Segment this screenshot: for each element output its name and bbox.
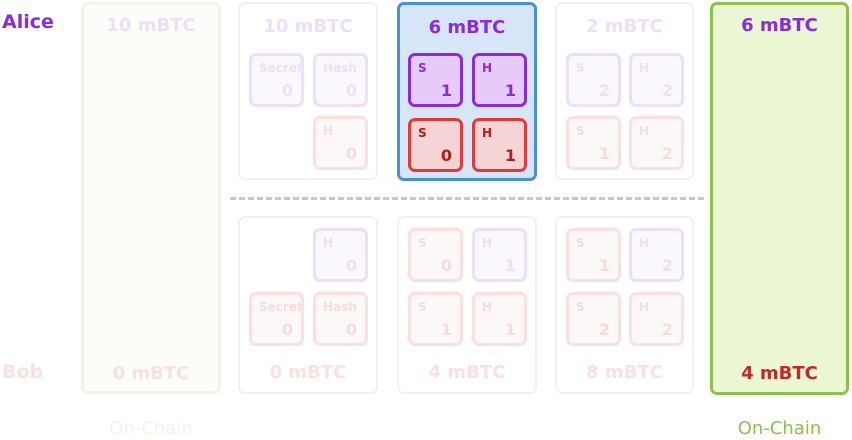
alice-label: Alice (2, 11, 54, 33)
key-label: S (576, 300, 585, 314)
key-value: 0 (440, 146, 452, 165)
bob-amount: 8 mBTC (586, 362, 663, 383)
key-value: 2 (661, 81, 673, 100)
key-value: 2 (598, 81, 610, 100)
key-value: 1 (504, 81, 516, 100)
key-label: H (482, 126, 493, 140)
key-label: S (418, 126, 427, 140)
key-label: S (576, 61, 585, 75)
key-label: S (576, 236, 585, 250)
hash-key-box: H 0 (313, 116, 368, 170)
secret-key-box: S 1 (566, 228, 621, 282)
key-value: 2 (661, 320, 673, 339)
bob-amount: 0 mBTC (269, 362, 347, 383)
key-label: S (418, 61, 427, 75)
key-value: 1 (598, 256, 610, 275)
key-value: 2 (598, 320, 610, 339)
hash-key-box: Hash 0 (313, 53, 368, 107)
key-value: 2 (661, 144, 673, 163)
alice-amount: 6 mBTC (428, 17, 506, 38)
alice-amount: 10 mBTC (106, 15, 196, 36)
secret-key-box: S 1 (408, 53, 463, 107)
hash-key-box: H 1 (472, 53, 527, 107)
commitment-alice-1: 10 mBTC Secret 0 Hash 0 H 0 (238, 2, 378, 180)
hash-key-box: Hash 0 (313, 292, 368, 346)
hash-key-box: H 1 (472, 118, 527, 172)
alice-amount: 10 mBTC (263, 16, 353, 37)
key-label: H (482, 61, 493, 75)
key-value: 1 (504, 146, 516, 165)
key-label: Secret (259, 300, 303, 314)
key-label: H (639, 300, 650, 314)
onchain-column-final: 6 mBTC 4 mBTC (710, 2, 849, 395)
hash-key-box: H 2 (629, 53, 684, 107)
onchain-column-initial: 10 mBTC 0 mBTC (81, 2, 221, 394)
divider-line (230, 197, 704, 200)
bob-label: Bob (2, 361, 44, 383)
bob-amount: 4 mBTC (428, 362, 506, 383)
key-value: 1 (504, 256, 516, 275)
key-label: S (576, 124, 585, 138)
secret-key-box: S 2 (566, 292, 621, 346)
key-label: S (418, 236, 427, 250)
key-label: S (418, 300, 427, 314)
secret-key-box: S 2 (566, 53, 621, 107)
key-value: 0 (345, 320, 357, 339)
commitment-bob-3: S 1 H 2 S 2 H 2 8 mBTC (555, 216, 694, 394)
secret-key-box: S 1 (566, 116, 621, 170)
alice-amount: 2 mBTC (586, 16, 663, 37)
secret-key-box: S 0 (408, 118, 463, 172)
hash-key-box: H 2 (629, 292, 684, 346)
key-value: 0 (281, 320, 293, 339)
onchain-footer-left: On-Chain (109, 418, 193, 439)
secret-key-box: S 0 (408, 228, 463, 282)
bob-amount: 0 mBTC (112, 363, 190, 384)
hash-key-box: H 1 (472, 228, 527, 282)
key-value: 1 (440, 81, 452, 100)
alice-amount: 6 mBTC (741, 15, 818, 36)
key-value: 0 (345, 144, 357, 163)
key-label: H (639, 236, 650, 250)
hash-key-box: H 2 (629, 116, 684, 170)
key-value: 2 (661, 256, 673, 275)
key-value: 1 (598, 144, 610, 163)
key-label: Hash (323, 61, 357, 75)
secret-key-box: Secret 0 (249, 292, 304, 346)
key-value: 0 (440, 256, 452, 275)
key-label: H (482, 236, 493, 250)
key-value: 1 (440, 320, 452, 339)
key-label: Hash (323, 300, 357, 314)
hash-key-box: H 2 (629, 228, 684, 282)
key-value: 0 (281, 81, 293, 100)
secret-key-box: S 1 (408, 292, 463, 346)
commitment-bob-1: H 0 Secret 0 Hash 0 0 mBTC (238, 216, 378, 394)
key-value: 0 (345, 81, 357, 100)
key-label: H (482, 300, 493, 314)
secret-key-box: Secret 0 (249, 53, 304, 107)
key-label: H (323, 124, 334, 138)
key-label: Secret (259, 61, 303, 75)
key-value: 0 (345, 256, 357, 275)
key-value: 1 (504, 320, 516, 339)
commitment-alice-3: 2 mBTC S 2 H 2 S 1 H 2 (555, 2, 694, 180)
commitment-bob-2: S 0 H 1 S 1 H 1 4 mBTC (397, 216, 537, 394)
key-label: H (639, 61, 650, 75)
bob-amount: 4 mBTC (741, 363, 818, 384)
onchain-footer-right: On-Chain (737, 418, 822, 439)
hash-key-box: H 0 (313, 228, 368, 282)
commitment-alice-2-active: 6 mBTC S 1 H 1 S 0 H 1 (397, 2, 537, 181)
key-label: H (639, 124, 650, 138)
hash-key-box: H 1 (472, 292, 527, 346)
key-label: H (323, 236, 334, 250)
